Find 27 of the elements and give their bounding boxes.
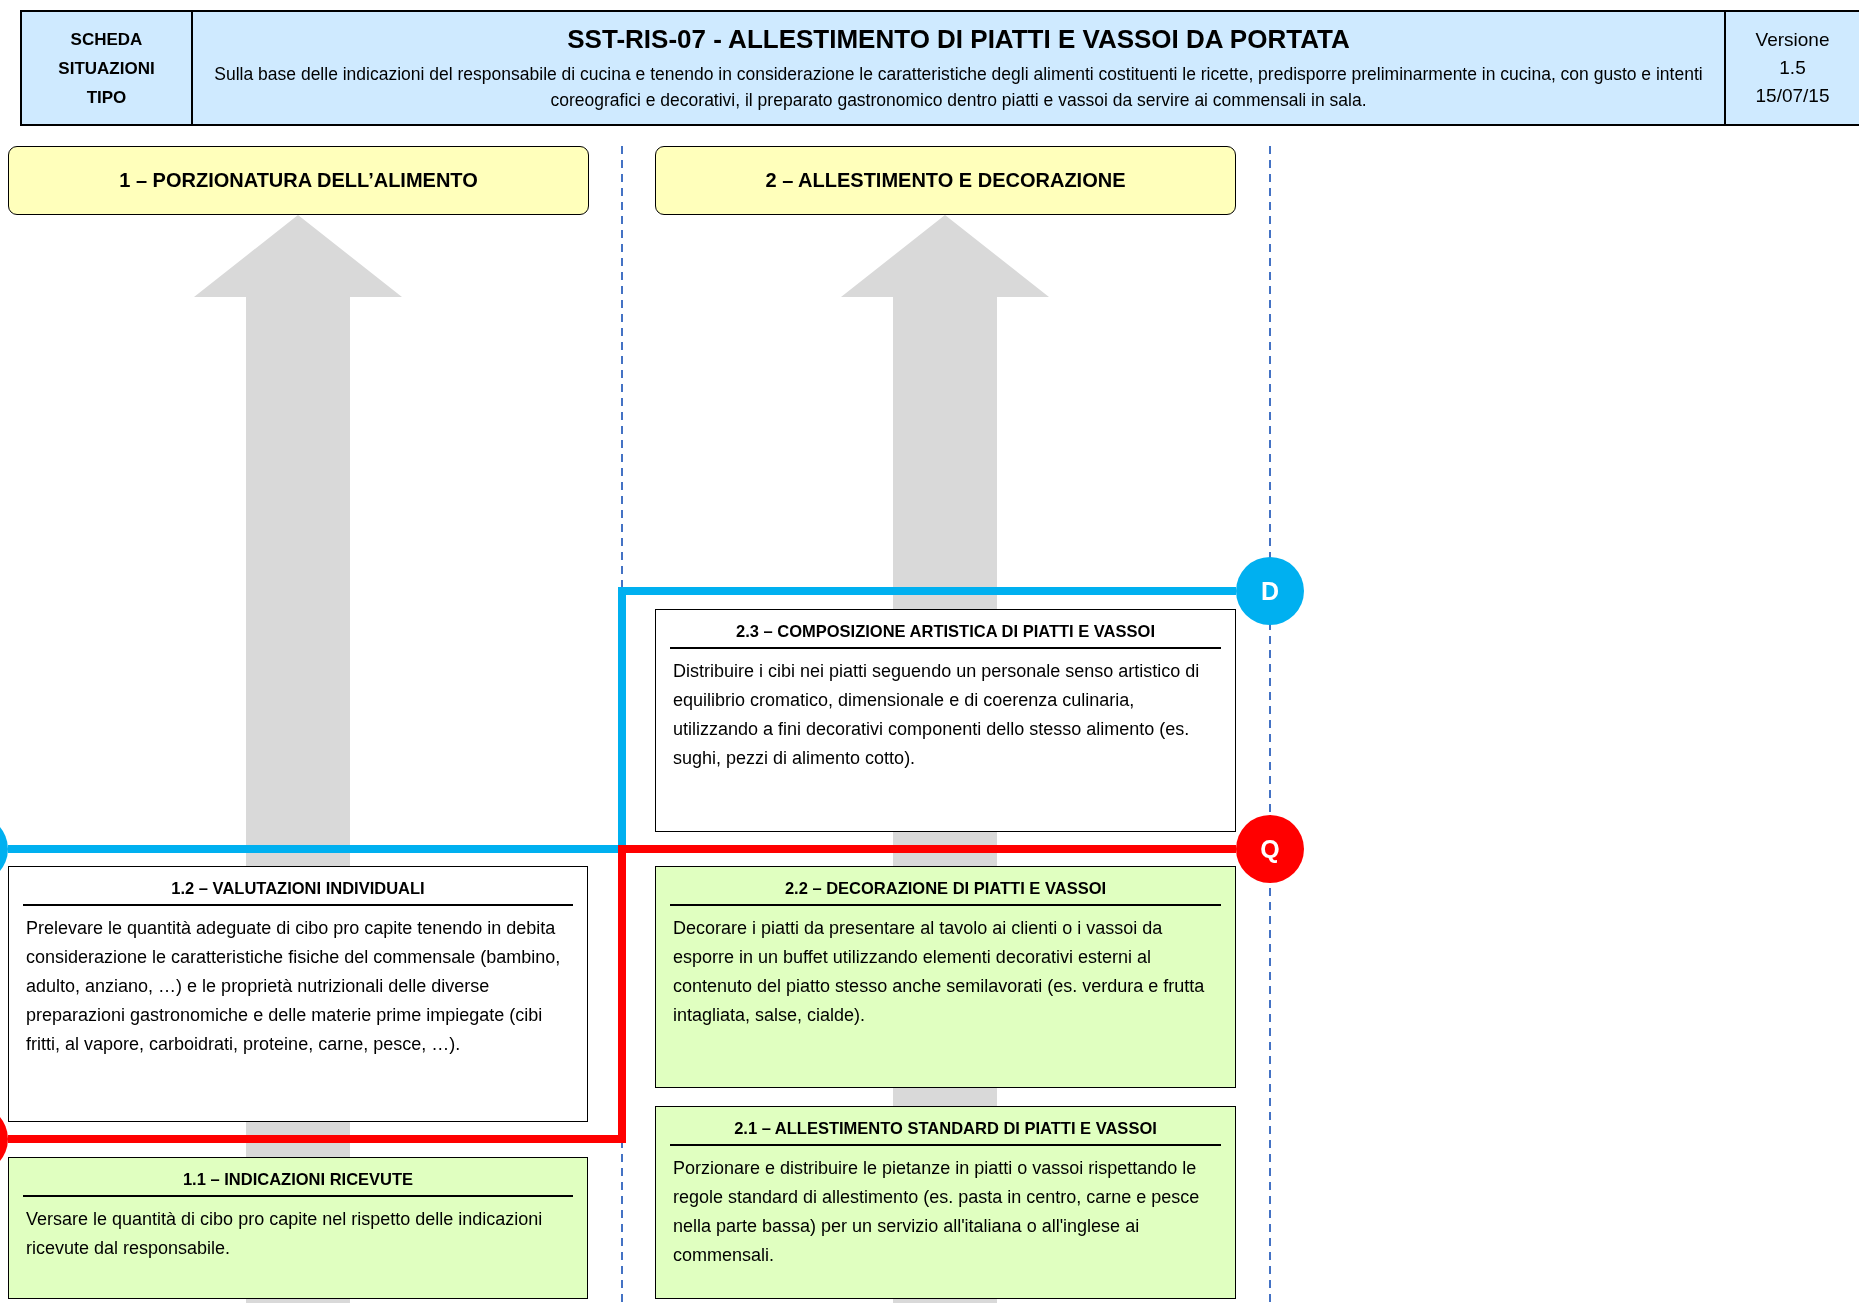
step-description: Prelevare le quantità adeguate di cibo pro capite tenendo in debita considerazione le caratteristiche fisiche del commensale (bambino, adulto, anziano, …) e le proprietà nutrizionali delle diverse preparazioni gastronomiche e delle materie prime impiegate (cibi fritti, al vapore, carboidrati, proteine, carne, pesce, …). [26, 917, 562, 1056]
step-heading: 2.1 – ALLESTIMENTO STANDARD DI PIATTI E VASSOI [670, 1115, 1221, 1146]
step-heading: 2.2 – DECORAZIONE DI PIATTI E VASSOI [670, 875, 1221, 906]
form-type: SCHEDA SITUAZIONI TIPO [57, 28, 156, 109]
step-description: Distribuire i cibi nei piatti seguendo un personale senso artistico di equilibrio cromatico, dimensionale e di coerenza culinaria, utilizzando a fini decorativi componenti dello stesso alimento (es. sughi, pezzi di alimento cotto). [673, 660, 1201, 770]
marker-circle: Q [1236, 815, 1304, 883]
connector-line [8, 587, 1236, 853]
version-label: Versione [1755, 28, 1830, 52]
step-description: Decorare i piatti da presentare al tavolo ai clienti o i vassoi da esporre in un buffet utilizzando elementi decorativi esterni al contenuto del piatto stesso anche semilavorati (es. verdura e frutta intagliata, salse, cialde). [673, 917, 1206, 1027]
phase-header: 1 – PORZIONATURA DELL’ALIMENTO [8, 146, 589, 215]
marker-circle: D [1236, 557, 1304, 625]
step-heading: 1.1 – INDICAZIONI RICEVUTE [23, 1166, 573, 1197]
step-box [655, 609, 1236, 832]
step-box [655, 866, 1236, 1088]
connector-line [8, 845, 1236, 1143]
step-box [655, 1106, 1236, 1299]
step-box [8, 1157, 588, 1299]
step-box [8, 866, 588, 1122]
description: Sulla base delle indicazioni del responsabile di cucina e tenendo in considerazione le caratteristiche degli alimenti costituenti le ricette, predisporre preliminarmente in cucina, con gusto e intenti coreografici e decorativi, il preparato gastronomico dentro piatti e vassoi da servire ai commensali in sala. [213, 62, 1704, 112]
step-description: Porzionare e distribuire le pietanze in piatti o vassoi rispettando le regole standard di allestimento (es. pasta in centro, carne e pesce nella parte bassa) per un servizio all'italiana o all'inglese ai commensali. [673, 1157, 1201, 1267]
step-heading: 1.2 – VALUTAZIONI INDIVIDUALI [23, 875, 573, 906]
step-description: Versare le quantità di cibo pro capite nel rispetto delle indicazioni ricevute dal responsabile. [26, 1208, 544, 1260]
date: 15/07/15 [1755, 84, 1830, 108]
version-number: 1.5 [1779, 56, 1806, 80]
phase-header: 2 – ALLESTIMENTO E DECORAZIONE [655, 146, 1236, 215]
step-heading: 2.3 – COMPOSIZIONE ARTISTICA DI PIATTI E VASSOI [670, 618, 1221, 649]
title: SST-RIS-07 - ALLESTIMENTO DI PIATTI E VASSOI DA PORTATA [567, 23, 1350, 55]
